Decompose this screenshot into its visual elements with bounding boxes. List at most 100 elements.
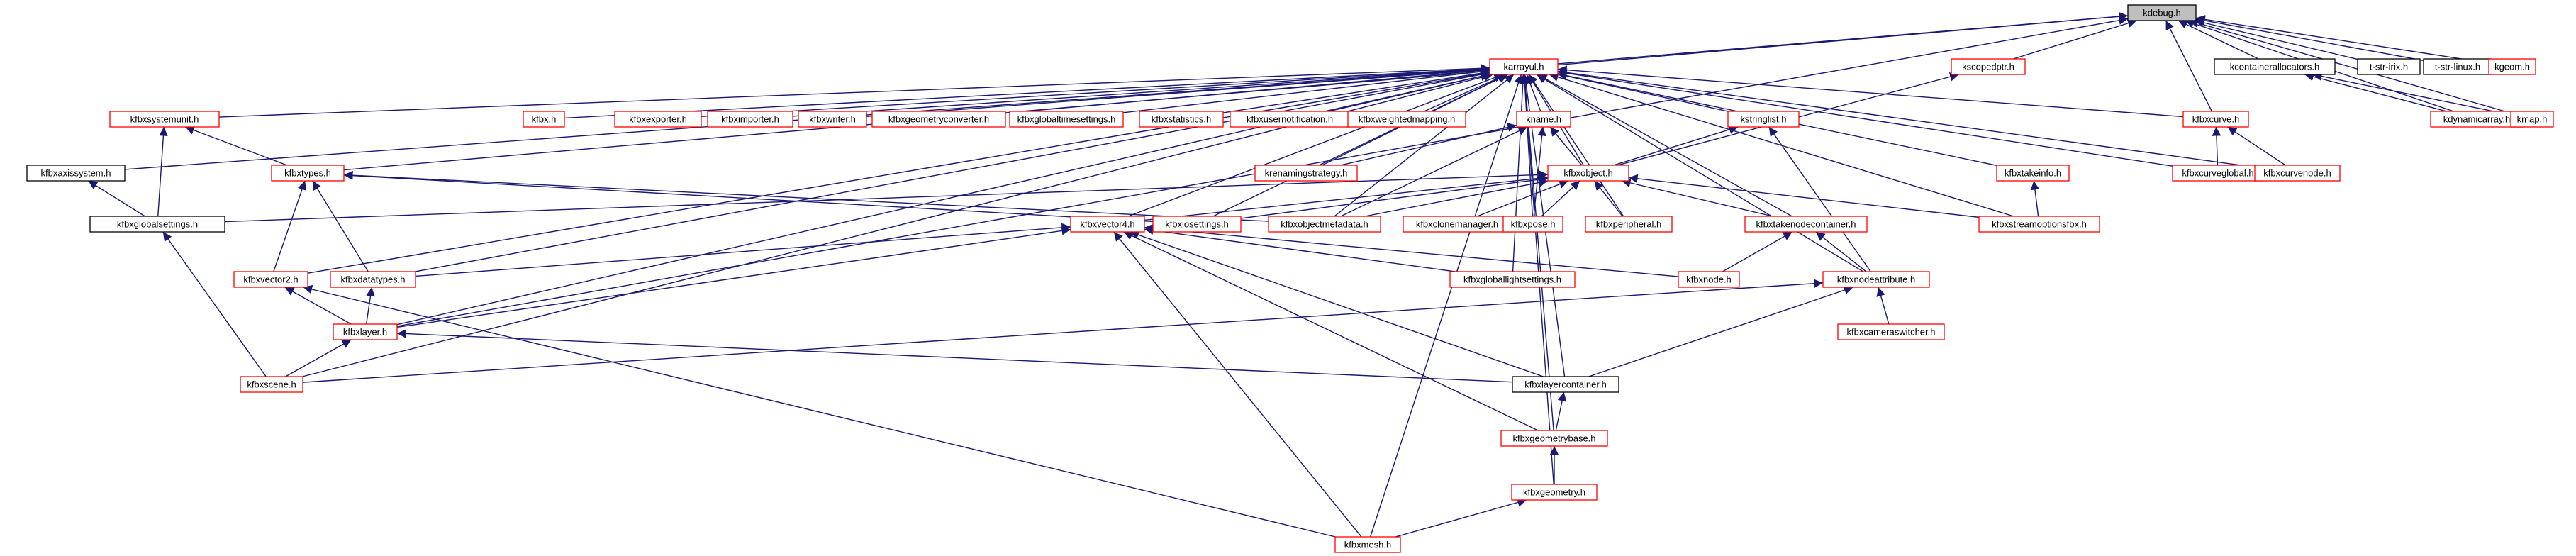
node-kfbxvector2[interactable]: kfbxvector2.h (233, 271, 308, 288)
node-kfbxdatatypes[interactable]: kfbxdatatypes.h (330, 271, 416, 288)
edge-karrayul-to-kfbxvector4 (1127, 73, 1504, 217)
node-label-kfbxcurvenode: kfbxcurvenode.h (2263, 168, 2331, 179)
node-kdebug[interactable]: kdebug.h (2127, 4, 2197, 21)
node-label-kfbxtakeinfo: kfbxtakeinfo.h (2005, 168, 2061, 179)
node-box-kscopedptr (1951, 58, 2026, 75)
node-box-kfbxpose (1502, 216, 1563, 233)
node-box-kfbxtypes (271, 165, 345, 182)
node-kstringlist[interactable]: kstringlist.h (1727, 111, 1800, 128)
edges-layer (88, 11, 2511, 538)
node-kfbxnodeattribute[interactable]: kfbxnodeattribute.h (1822, 271, 1930, 288)
node-kfbxstreamoptionsfbx[interactable]: kfbxstreamoptionsfbx.h (1978, 216, 2100, 233)
node-kfbxgloballightsettings[interactable]: kfbxgloballightsettings.h (1449, 271, 1576, 288)
node-box-kfbxnode (1678, 271, 1740, 288)
node-kfbximporter[interactable]: kfbximporter.h (707, 111, 793, 128)
edge-kfbxvector4-to-kfbxlayer (396, 226, 1071, 328)
node-label-kfbxcurveglobal: kfbxcurveglobal.h (2182, 168, 2253, 179)
node-label-kfbxlayer: kfbxlayer.h (343, 327, 387, 338)
node-kfbxlayer[interactable]: kfbxlayer.h (333, 323, 398, 340)
node-kfbxobjectmetadata[interactable]: kfbxobjectmetadata.h (1268, 216, 1381, 233)
edge-kfbxcurve-to-kfbxcurveglobal (2212, 126, 2221, 166)
node-kfbxweightedmapping[interactable]: kfbxweightedmapping.h (1347, 111, 1466, 128)
node-kfbxtypes[interactable]: kfbxtypes.h (271, 165, 345, 182)
node-kgeom[interactable]: kgeom.h (2488, 58, 2536, 75)
node-kfbxgeometry[interactable]: kfbxgeometry.h (1511, 484, 1598, 501)
edge-karrayul-to-kfbxgeometrybase (1520, 74, 1554, 431)
node-kdynamicarray[interactable]: kdynamicarray.h (2430, 111, 2524, 128)
node-kfbxcurvenode[interactable]: kfbxcurvenode.h (2254, 165, 2341, 182)
node-tstrlinux[interactable]: t-str-linux.h (2423, 58, 2492, 75)
node-tstririx[interactable]: t-str-irix.h (2357, 58, 2421, 75)
node-kfbxscene[interactable]: kfbxscene.h (240, 376, 303, 393)
node-kfbxpose[interactable]: kfbxpose.h (1502, 216, 1563, 233)
edge-kfbxdatatypes-to-kfbxlayer (365, 287, 375, 325)
node-kcontainerallocators[interactable]: kcontainerallocators.h (2214, 58, 2336, 75)
node-box-kfbxstatistics (1139, 111, 1224, 128)
node-label-kdynamicarray: kdynamicarray.h (2443, 114, 2510, 125)
node-kfbxperipheral[interactable]: kfbxperipheral.h (1585, 216, 1673, 233)
node-kfbxstatistics[interactable]: kfbxstatistics.h (1139, 111, 1224, 128)
node-label-kfbxgeometryconverter: kfbxgeometryconverter.h (888, 114, 989, 125)
node-krenamingstrategy[interactable]: krenamingstrategy.h (1254, 165, 1358, 182)
node-kfbxcurveglobal[interactable]: kfbxcurveglobal.h (2172, 165, 2264, 182)
edge-kfbxvector4-to-kfbxlayercontainer (1130, 230, 1544, 377)
edge-kfbxcurve-to-kfbxcurvenode (2227, 126, 2286, 166)
node-label-kscopedptr: kscopedptr.h (1962, 62, 2014, 72)
node-label-kstringlist: kstringlist.h (1740, 114, 1786, 125)
node-kfbxtakenodecontainer[interactable]: kfbxtakenodecontainer.h (1744, 216, 1868, 233)
node-kfbx[interactable]: kfbx.h (523, 111, 565, 128)
node-label-kname: kname.h (1526, 114, 1561, 125)
node-label-kfbxmesh: kfbxmesh.h (1344, 540, 1391, 550)
node-kfbxiosettings[interactable]: kfbxiosettings.h (1152, 216, 1242, 233)
node-label-kfbxusernotification: kfbxusernotification.h (1247, 114, 1333, 125)
node-kname[interactable]: kname.h (1516, 111, 1571, 128)
node-box-kfbxmesh (1334, 536, 1401, 553)
node-kfbxglobalsettings[interactable]: kfbxglobalsettings.h (89, 216, 225, 233)
node-box-kfbxperipheral (1585, 216, 1673, 233)
edge-kfbxglobalsettings-to-kfbxscene (162, 231, 267, 377)
node-kfbxlayercontainer[interactable]: kfbxlayercontainer.h (1512, 376, 1619, 393)
node-label-krenamingstrategy: krenamingstrategy.h (1265, 168, 1348, 179)
node-kfbxaxissystem[interactable]: kfbxaxissystem.h (26, 165, 126, 182)
node-label-kfbxperipheral: kfbxperipheral.h (1596, 219, 1662, 230)
node-label-kfbxgeometrybase: kfbxgeometrybase.h (1512, 433, 1595, 444)
edge-kfbxvector4-to-kfbxnode (1144, 223, 1679, 277)
node-box-kfbx (523, 111, 565, 128)
node-box-kname (1516, 111, 1571, 128)
edge-kfbxvector4-to-kfbxgeometrybase (1123, 231, 1539, 431)
node-kfbxsystemunit[interactable]: kfbxsystemunit.h (109, 111, 220, 128)
node-kfbxgeometrybase[interactable]: kfbxgeometrybase.h (1500, 430, 1608, 447)
node-label-kmap: kmap.h (2517, 114, 2548, 125)
edge-kfbxobject-to-kfbxobjectmetadata (1364, 178, 1549, 217)
node-box-kfbxtakenodecontainer (1744, 216, 1868, 233)
node-box-kfbxobject (1547, 165, 1629, 182)
node-kfbxgeometryconverter[interactable]: kfbxgeometryconverter.h (871, 111, 1006, 128)
node-kfbxnode[interactable]: kfbxnode.h (1678, 271, 1740, 288)
node-kfbxcurve[interactable]: kfbxcurve.h (2182, 111, 2249, 128)
node-kfbxwriter[interactable]: kfbxwriter.h (798, 111, 867, 128)
node-box-kfbxiosettings (1152, 216, 1242, 233)
node-kfbxcameraswitcher[interactable]: kfbxcameraswitcher.h (1837, 323, 1945, 340)
node-box-kstringlist (1727, 111, 1800, 128)
edge-karrayul-to-kfbxcurve (1557, 65, 2184, 118)
node-box-kfbxweightedmapping (1347, 111, 1466, 128)
node-kfbxmesh[interactable]: kfbxmesh.h (1334, 536, 1401, 553)
node-kfbxexporter[interactable]: kfbxexporter.h (614, 111, 702, 128)
node-karrayul[interactable]: karrayul.h (1489, 58, 1559, 75)
node-label-kfbxwriter: kfbxwriter.h (809, 114, 856, 125)
node-kfbxvector4[interactable]: kfbxvector4.h (1070, 216, 1145, 233)
node-kscopedptr[interactable]: kscopedptr.h (1951, 58, 2026, 75)
edge-kfbxobject-to-kfbxpose (1541, 180, 1580, 217)
edge-karrayul-to-kfbxgloballightsettings (1512, 74, 1528, 272)
edge-karrayul-to-kfbxdatatypes (415, 70, 1490, 272)
node-label-kfbxgeometry: kfbxgeometry.h (1523, 487, 1585, 498)
node-label-kfbxpose: kfbxpose.h (1511, 219, 1556, 230)
node-kfbxusernotification[interactable]: kfbxusernotification.h (1230, 111, 1350, 128)
node-kfbxobject[interactable]: kfbxobject.h (1547, 165, 1629, 182)
node-label-kfbxtakenodecontainer: kfbxtakenodecontainer.h (1756, 219, 1856, 230)
node-kmap[interactable]: kmap.h (2510, 111, 2554, 128)
node-kfbxtakeinfo[interactable]: kfbxtakeinfo.h (1996, 165, 2070, 182)
node-kfbxglobaltimesettings[interactable]: kfbxglobaltimesettings.h (1009, 111, 1124, 128)
edge-kname-to-kfbxobject (1549, 126, 1583, 166)
node-kfbxclonemanager[interactable]: kfbxclonemanager.h (1403, 216, 1512, 233)
